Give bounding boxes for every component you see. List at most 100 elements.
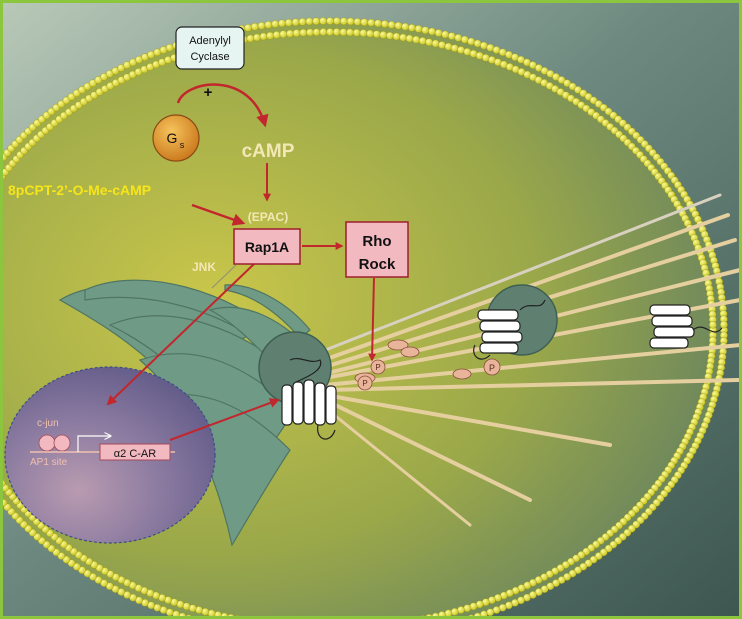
membrane-bead bbox=[246, 34, 255, 43]
membrane-bead bbox=[89, 573, 97, 581]
membrane-bead bbox=[568, 569, 577, 578]
membrane-bead bbox=[399, 33, 407, 42]
pathway-arrows bbox=[106, 83, 377, 441]
membrane-bead bbox=[467, 37, 476, 46]
camp-label: cAMP bbox=[242, 141, 295, 162]
membrane-bead bbox=[418, 37, 427, 45]
membrane-bead bbox=[380, 20, 389, 28]
membrane-bead bbox=[405, 34, 414, 43]
membrane-bead bbox=[72, 562, 81, 571]
rho-to-motor-arrow bbox=[368, 277, 377, 362]
membrane-bead bbox=[195, 606, 203, 614]
membrane-bead bbox=[450, 608, 459, 616]
membrane-bead bbox=[444, 609, 453, 618]
jnk-pathway-line bbox=[211, 264, 237, 289]
membrane-bead bbox=[434, 29, 443, 37]
membrane-bead bbox=[67, 93, 76, 101]
membrane-bead bbox=[473, 39, 482, 48]
membrane-bead bbox=[326, 28, 334, 36]
cjun-dimer-right bbox=[53, 434, 71, 452]
epac-label: (EPAC) bbox=[248, 210, 288, 224]
gs-protein: G s bbox=[152, 114, 200, 162]
membrane-bead bbox=[83, 82, 92, 91]
membrane-bead bbox=[298, 17, 307, 26]
membrane-bead bbox=[428, 27, 436, 36]
membrane-bead bbox=[457, 606, 465, 614]
rock-label: Rock bbox=[359, 256, 396, 273]
membrane-bead bbox=[353, 17, 362, 26]
membrane-bead bbox=[78, 86, 86, 94]
membrane-bead bbox=[425, 38, 433, 47]
membrane-bead bbox=[454, 34, 463, 42]
agonist-label: 8pCPT-2’-O-Me-cAMP bbox=[8, 182, 151, 198]
membrane-bead bbox=[579, 89, 588, 98]
gs-subscript: s bbox=[180, 140, 185, 150]
membrane-bead bbox=[291, 18, 300, 27]
rho-rock-box: Rho Rock bbox=[345, 221, 409, 278]
membrane-bead bbox=[486, 608, 495, 617]
membrane-bead bbox=[165, 43, 174, 52]
gene-label: α2 C-AR bbox=[114, 448, 156, 460]
membrane-bead bbox=[447, 32, 456, 40]
membrane-bead bbox=[339, 28, 348, 37]
membrane-bead bbox=[319, 28, 328, 36]
jnk-label: JNK bbox=[192, 260, 216, 274]
membrane-bead bbox=[584, 559, 593, 568]
membrane-bead bbox=[278, 19, 286, 28]
membrane-bead bbox=[83, 569, 92, 578]
cjun-dimer-left bbox=[38, 434, 56, 452]
membrane-bead bbox=[339, 17, 348, 26]
cjun-label: c-jun bbox=[37, 418, 59, 429]
gene-box bbox=[99, 443, 171, 461]
membrane-bead bbox=[460, 35, 469, 44]
membrane-bead bbox=[286, 29, 294, 38]
membrane-bead bbox=[201, 608, 210, 616]
membrane-bead bbox=[272, 31, 281, 39]
phosphate-label: P bbox=[489, 363, 495, 373]
membrane-bead bbox=[431, 39, 440, 48]
membrane-bead bbox=[346, 17, 355, 26]
membrane-bead bbox=[579, 562, 588, 571]
rap1a-box: Rap1A bbox=[233, 228, 301, 265]
membrane-bead bbox=[279, 30, 288, 39]
membrane-bead bbox=[319, 17, 327, 25]
gene-to-receptor-arrow bbox=[169, 398, 280, 441]
rho-label: Rho bbox=[362, 233, 391, 250]
membrane-bead bbox=[366, 29, 374, 38]
adenylyl-cyclase-label-line2: Cyclase bbox=[190, 51, 229, 63]
membrane-bead bbox=[568, 82, 577, 91]
receptor-right bbox=[649, 304, 723, 349]
phosphate-tag-1: P bbox=[370, 359, 386, 375]
membrane-bead bbox=[709, 320, 717, 329]
membrane-bead bbox=[78, 566, 86, 574]
membrane-bead bbox=[480, 41, 488, 50]
receptor-middle bbox=[473, 299, 546, 360]
membrane-bead bbox=[394, 21, 403, 30]
membrane-bead bbox=[387, 20, 396, 29]
membrane-bead bbox=[264, 20, 273, 29]
membrane-bead bbox=[312, 17, 321, 26]
membrane-bead bbox=[386, 31, 394, 40]
membrane-bead bbox=[299, 28, 308, 37]
membrane-bead bbox=[401, 22, 410, 31]
membrane-bead bbox=[312, 28, 321, 37]
membrane-bead bbox=[257, 21, 266, 30]
membrane-bead bbox=[438, 41, 446, 49]
membrane-bead bbox=[244, 23, 252, 32]
membrane-bead bbox=[360, 18, 369, 27]
membrane-bead bbox=[450, 44, 459, 53]
membrane-bead bbox=[720, 320, 728, 329]
membrane-bead bbox=[367, 18, 376, 27]
membrane-bead bbox=[72, 89, 81, 98]
adenylyl-to-camp-arrow bbox=[176, 83, 269, 128]
membrane-bead bbox=[421, 26, 430, 35]
adenylyl-cyclase-box: Adenylyl Cyclase bbox=[175, 26, 245, 70]
phosphate-tag-2: P bbox=[357, 375, 373, 391]
membrane-bead bbox=[441, 30, 450, 39]
gs-label: G bbox=[167, 130, 178, 146]
membrane-bead bbox=[379, 31, 388, 39]
membrane-bead bbox=[253, 33, 261, 42]
gene-promoter: c-jun AP1 site α2 C-AR bbox=[30, 418, 175, 468]
